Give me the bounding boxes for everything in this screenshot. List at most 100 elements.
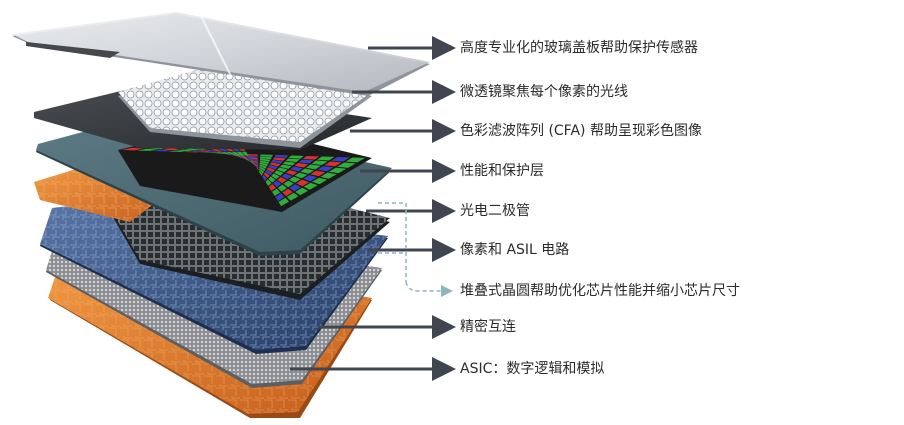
cfa-cell (210, 149, 224, 152)
label-interconnect: 精密互连 (460, 319, 516, 335)
cfa-cell (310, 170, 326, 177)
cfa-cell (250, 160, 256, 166)
cfa-cell (204, 152, 220, 154)
cfa-cell (137, 148, 158, 151)
cfa-cell (286, 192, 299, 201)
cfa-cell (296, 179, 310, 187)
cfa-cell (345, 157, 366, 163)
cfa-cell (298, 159, 314, 164)
cfa-cell (259, 162, 268, 167)
cfa-cell (248, 158, 258, 162)
cfa-cell (251, 161, 259, 166)
cfa-cell (122, 147, 144, 151)
cfa-cell (294, 163, 309, 168)
cfa-cell (242, 155, 250, 160)
cfa-cell (263, 172, 270, 178)
cfa-cell (324, 161, 342, 167)
cfa-cell (289, 184, 301, 192)
label-protection: 性能和保护层 (460, 163, 544, 179)
cfa-cell (247, 156, 258, 160)
cfa-cell (214, 152, 228, 155)
cfa-cell (176, 149, 194, 152)
cfa-cell (303, 182, 318, 190)
cfa-cell (225, 151, 236, 155)
cfa-cell (190, 150, 207, 153)
cfa-cell (295, 187, 309, 196)
cfa-cell (259, 168, 264, 174)
cfa-cell (280, 164, 292, 169)
cfa-cell (290, 166, 303, 172)
cfa-cell (246, 156, 252, 161)
cfa-cell (303, 175, 318, 182)
cfa-cell (317, 156, 335, 161)
cfa-cell (184, 148, 201, 151)
cfa-cell (331, 157, 350, 162)
cfa-cell (232, 154, 245, 157)
cfa-cell (303, 156, 320, 160)
cfa-cell (317, 166, 334, 172)
cfa-cell (196, 150, 212, 152)
cfa-cell (260, 154, 273, 157)
cfa-cell (337, 162, 356, 168)
cfa-cell (312, 177, 328, 185)
layer-glass-cover (12, 12, 430, 96)
cfa-cell (236, 151, 245, 156)
cfa-cell (240, 157, 250, 161)
cfa-cell (320, 172, 337, 179)
label-stacked-wafer: 堆叠式晶圆帮助优化芯片性能并缩小芯片尺寸 (460, 283, 740, 299)
cfa-cell (274, 155, 289, 158)
cfa-cell (234, 155, 244, 159)
cfa-cell (238, 155, 247, 160)
cfa-cell (285, 158, 300, 163)
cfa-cell (272, 188, 281, 196)
label-microlens: 微透镜聚焦每个像素的光线 (460, 84, 628, 100)
cfa-cell (289, 176, 301, 183)
label-asic: ASIC：数字逻辑和模拟 (460, 361, 605, 377)
cfa-cell (285, 170, 298, 176)
cfa-cell (328, 167, 347, 174)
bracket-stacked-wafer (378, 202, 407, 282)
label-cfa: 色彩滤波阵列 (CFA) 帮助呈现彩色图像 (460, 123, 702, 139)
cfa-cell (209, 152, 224, 154)
cfa-cell (268, 164, 278, 170)
cfa-cell (294, 172, 308, 179)
label-photodiode: 光电二极管 (460, 203, 530, 219)
cfa-cell (271, 159, 283, 164)
cfa-cell (282, 161, 296, 166)
cfa-cell (278, 197, 289, 207)
cfa-cell (273, 157, 286, 161)
cfa-cell (249, 159, 259, 164)
cfa-cell (260, 156, 272, 160)
cfa-cell (259, 164, 267, 169)
cfa-cell (305, 164, 321, 170)
cfa-cell (277, 184, 287, 192)
cfa-cell (288, 155, 304, 159)
cfa-cell (265, 169, 273, 176)
cfa-cell (277, 177, 287, 184)
cfa-cell (168, 150, 187, 152)
cfa-cell (281, 173, 293, 180)
cfa-cell (259, 170, 263, 176)
cfa-cell (241, 151, 249, 156)
cfa-cell (198, 152, 215, 154)
cfa-cell (246, 155, 258, 158)
cfa-cell (300, 168, 315, 174)
cfa-cell (282, 188, 293, 197)
cfa-cell (259, 158, 271, 162)
cfa-cell (230, 154, 241, 158)
pointer-arrows (290, 36, 456, 381)
cfa-cell (273, 180, 282, 188)
cfa-cell (152, 149, 173, 152)
cfa-cell (266, 167, 276, 173)
cfa-cell (265, 179, 272, 186)
cfa-cell (277, 167, 288, 173)
cfa-cell (231, 151, 241, 156)
cfa-cell (259, 166, 266, 172)
cfa-cell (311, 160, 328, 165)
cfa-cell (183, 151, 201, 153)
label-glass-cover: 高度专业化的玻璃盖板帮助保护传感器 (460, 40, 698, 56)
cfa-cell (269, 162, 281, 167)
cfa-cell (203, 149, 218, 152)
cfa-cell (245, 154, 258, 156)
